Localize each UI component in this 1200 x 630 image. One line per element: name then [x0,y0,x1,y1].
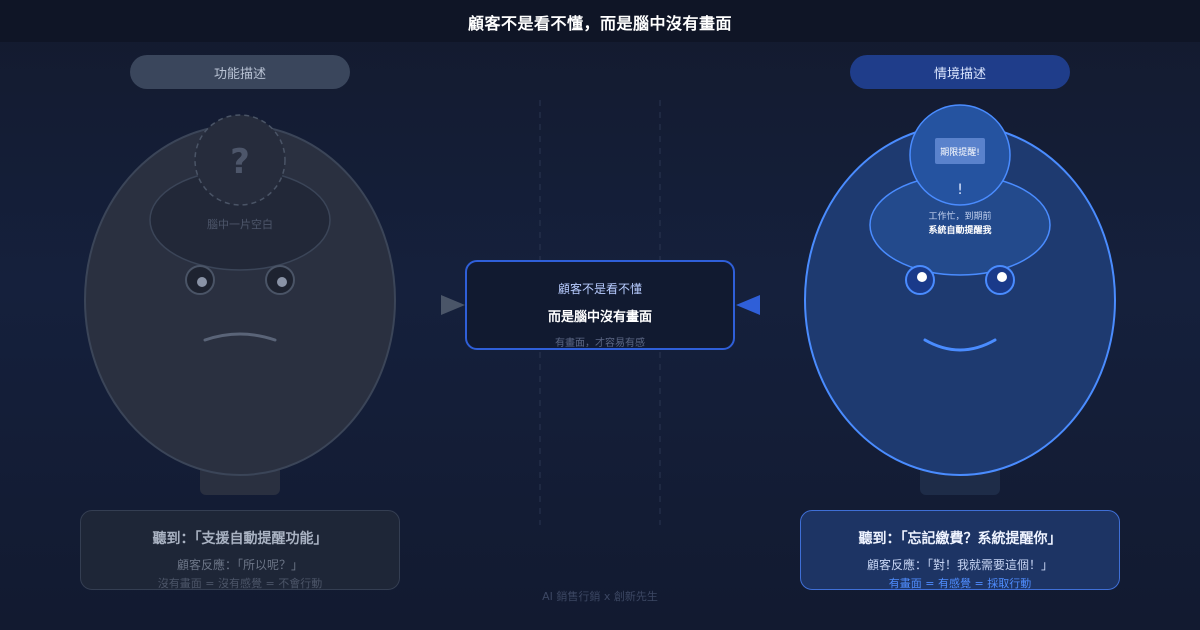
confused-head: ? 腦中一片空白 [84,114,396,495]
exclamation-icon: ! [957,182,963,198]
footer-credit: AI 銷售行銷 x 創新先生 [542,590,658,603]
reminder-screen [935,138,985,164]
reminder-screen-label: 期限提醒! [940,147,980,158]
functional-heard-text: 聽到：「支援自動提醒功能」 [152,531,328,547]
smile-mouth [923,338,997,352]
insight-line-3: 有畫面，才容易有感 [555,338,645,349]
right-arrow-icon [736,295,760,315]
key-insight-box: 顧客不是看不懂 而是腦中沒有畫面 有畫面，才容易有感 [465,260,735,350]
question-bubble [194,114,286,206]
functional-result-card: 聽到：「支援自動提醒功能」 顧客反應：「所以呢？」 沒有畫面 = 沒有感覺 = … [80,510,400,590]
right-pupil-2 [997,272,1007,282]
scenario-heard-text: 聽到：「忘記繳費？系統提醒你」 [858,531,1062,547]
scene-line-2: 系統自動提醒我 [928,224,991,236]
page-title: 顧客不是看不懂，而是腦中沒有畫面 [467,14,732,33]
insight-line-2: 而是腦中沒有畫面 [547,310,652,325]
functional-note-text: 沒有畫面 = 沒有感覺 = 不會行動 [157,577,323,590]
insight-line-1: 顧客不是看不懂 [557,282,642,296]
right-pupil-1 [917,272,927,282]
scenario-description-label: 情境描述 [850,55,1070,89]
question-mark-icon: ? [230,142,250,182]
frown-mouth [203,332,277,342]
scenario-result-card: 聽到：「忘記繳費？系統提醒你」 顧客反應：「對！我就需要這個！」 有畫面 = 有… [800,510,1120,590]
blank-mind-label: 腦中一片空白 [207,217,273,231]
functional-reaction-text: 顧客反應：「所以呢？」 [176,558,303,572]
left-arrow-icon [441,295,465,315]
scenario-reaction-text: 顧客反應：「對！我就需要這個！」 [866,558,1053,572]
scene-line-1: 工作忙，到期前 [928,210,991,222]
left-pupil-1 [197,277,207,287]
functional-description-label: 功能描述 [130,55,350,89]
left-pupil-2 [277,277,287,287]
title-bar [0,0,1200,42]
engaged-head: 期限提醒! ! 工作忙，到期前 系統自動提醒我 [804,104,1116,495]
scenario-note-text: 有畫面 = 有感覺 = 採取行動 [888,577,1032,590]
